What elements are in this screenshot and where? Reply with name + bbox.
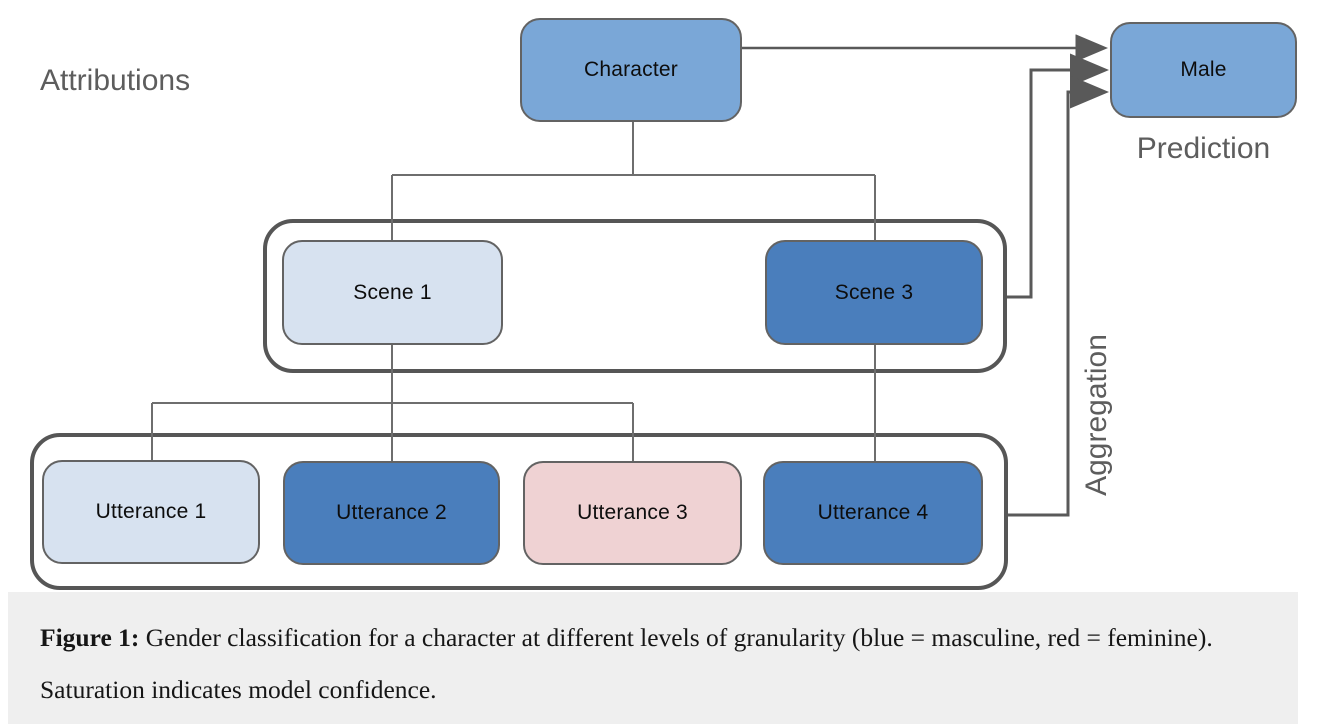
node-scene-1: Scene 1 [282,240,503,345]
node-utterance-3-label: Utterance 3 [577,501,688,524]
utterance-group-container [30,433,1008,590]
node-utterance-4: Utterance 4 [763,461,983,565]
attributions-label: Attributions [40,64,191,97]
node-utterance-1: Utterance 1 [42,460,260,564]
prediction-label: Prediction [1136,132,1271,165]
scene-group-container [263,219,1007,373]
figure-caption-text: Gender classification for a character at… [40,623,1213,704]
node-character-label: Character [583,58,678,81]
arrow-utterances-to-male [1008,75,1109,517]
figure-caption-number: Figure 1: [40,623,140,652]
aggregation-arrows [742,34,1109,517]
node-scene-1-label: Scene 1 [353,280,432,304]
figure-caption: Figure 1: Gender classification for a ch… [8,592,1298,724]
node-character: Character [520,18,742,122]
node-scene-3: Scene 3 [765,240,983,345]
node-utterance-1-label: Utterance 1 [95,500,207,523]
node-male-label: Male [1180,58,1227,81]
node-utterance-2: Utterance 2 [283,461,500,565]
node-utterance-2-label: Utterance 2 [336,501,447,524]
aggregation-label: Aggregation [1080,334,1113,496]
tree-connectors [151,122,876,462]
node-scene-3-label: Scene 3 [834,280,914,304]
figure-diagram: Character Male Scene 1 Scene 3 Utterance… [30,18,1297,590]
node-utterance-4-label: Utterance 4 [817,501,929,524]
connector-lines [151,34,1109,517]
arrow-scenes-to-male [1007,53,1109,299]
node-male-prediction: Male [1110,22,1297,118]
node-utterance-3: Utterance 3 [523,461,742,565]
